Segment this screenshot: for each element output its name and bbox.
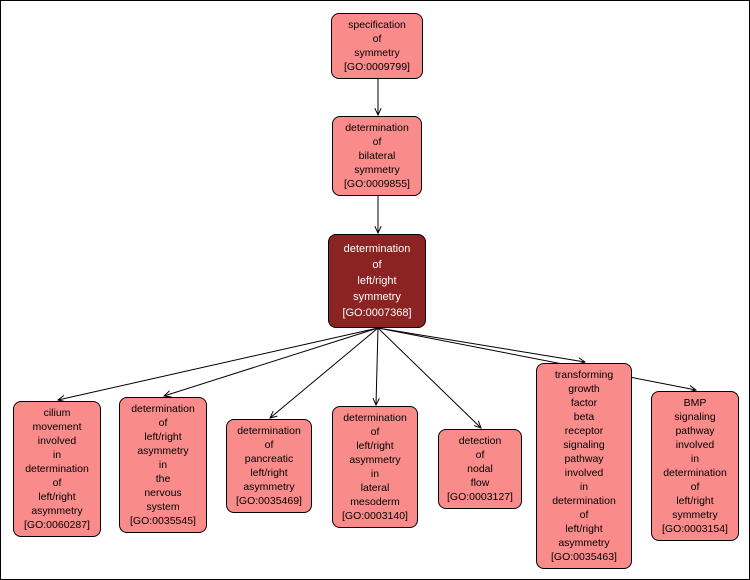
node-go-0035463[interactable]: transforming growth factor beta receptor…: [536, 363, 632, 569]
edge-GO:0007368-to-GO:0003140: [376, 327, 378, 405]
node-go-0035469[interactable]: determination of pancreatic left/right a…: [226, 419, 312, 513]
node-go-0035545[interactable]: determination of left/right asymmetry in…: [119, 397, 207, 533]
node-go-0003140[interactable]: determination of left/right asymmetry in…: [332, 406, 418, 528]
node-go-0009855[interactable]: determination of bilateral symmetry [GO:…: [332, 116, 422, 196]
node-go-0007368-selected[interactable]: determination of left/right symmetry [GO…: [328, 234, 426, 328]
node-go-0009799[interactable]: specification of symmetry [GO:0009799]: [331, 13, 423, 79]
node-go-0060287[interactable]: cilium movement involved in determinatio…: [13, 401, 101, 537]
node-go-0003154[interactable]: BMP signaling pathway involved in determ…: [651, 391, 739, 541]
edge-GO:0007368-to-GO:0035545: [164, 327, 379, 396]
edge-GO:0007368-to-GO:0035469: [270, 327, 379, 418]
edge-GO:0007368-to-GO:0035463: [377, 327, 585, 362]
node-go-0003127[interactable]: detection of nodal flow [GO:0003127]: [438, 429, 522, 509]
edge-GO:0007368-to-GO:0060287: [58, 327, 379, 400]
